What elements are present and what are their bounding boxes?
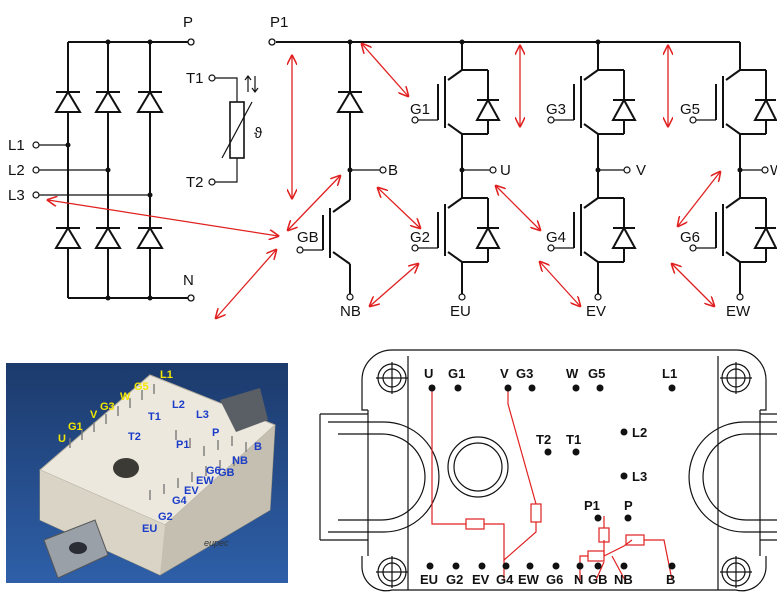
photo-label-G5: G5 xyxy=(134,381,149,393)
inverter-leg-v: G3 V G4 EV xyxy=(546,42,646,320)
diode-upper-2 xyxy=(94,90,122,113)
inverter-leg-u: G1 U G2 EU xyxy=(410,42,511,320)
photo-label-G1: G1 xyxy=(68,421,83,433)
fp-label-EV: EV xyxy=(472,572,490,587)
fp-label-N: N xyxy=(574,572,583,587)
pin-footprint: U G1 V G3 W G5 L1 T2 T1 L2 L3 P1 P E xyxy=(319,349,777,592)
spacing-arrows xyxy=(48,44,720,318)
fp-label-EW: EW xyxy=(518,572,540,587)
label-B: B xyxy=(388,162,398,179)
footprint-traces xyxy=(431,390,673,583)
label-theta: ϑ xyxy=(254,125,263,142)
fp-label-L1: L1 xyxy=(662,366,677,381)
fp-label-NB: NB xyxy=(614,572,633,587)
fp-label-T2: T2 xyxy=(536,432,551,447)
fp-label-G3: G3 xyxy=(516,366,533,381)
photo-label-G6: G6 xyxy=(206,465,221,477)
photo-label-EV: EV xyxy=(184,485,199,497)
photo-label-EU: EU xyxy=(142,523,157,535)
fp-label-G1: G1 xyxy=(448,366,465,381)
label-EV: EV xyxy=(586,303,606,320)
fp-label-P: P xyxy=(624,498,633,513)
label-G5: G5 xyxy=(680,101,700,118)
fp-label-G6: G6 xyxy=(546,572,563,587)
label-U: U xyxy=(500,162,511,179)
screw-top-right xyxy=(720,362,752,394)
fp-label-T1: T1 xyxy=(566,432,581,447)
fp-label-L2: L2 xyxy=(632,425,647,440)
photo-label-T2: T2 xyxy=(128,431,141,443)
fp-label-W: W xyxy=(566,366,579,381)
fp-label-L3: L3 xyxy=(632,469,647,484)
photo-label-GB: GB xyxy=(218,467,235,479)
fp-label-GB: GB xyxy=(588,572,608,587)
label-G4: G4 xyxy=(546,229,566,246)
fp-label-G4: G4 xyxy=(496,572,514,587)
fp-label-P1: P1 xyxy=(584,498,600,513)
screw-bottom-right xyxy=(720,556,752,588)
photo-label-P1: P1 xyxy=(176,439,189,451)
rectifier-bridge: L1 L2 L3 P N xyxy=(8,14,195,302)
left-mount-tab xyxy=(319,413,440,541)
schematic: L1 L2 L3 P N T1 T2 ϑ P1 xyxy=(8,14,777,320)
middle-pins: T2 T1 L2 L3 P1 P xyxy=(536,425,647,522)
label-EW: EW xyxy=(726,303,751,320)
label-W: W xyxy=(770,162,777,179)
screw-bottom-left xyxy=(376,556,408,588)
photo-label-G3: G3 xyxy=(100,401,115,413)
photo-label-EW: EW xyxy=(196,475,214,487)
label-P1: P1 xyxy=(270,14,288,31)
brake-chopper: B GB NB xyxy=(296,42,398,320)
photo-label-L2: L2 xyxy=(172,399,185,411)
photo-label-G4: G4 xyxy=(172,495,188,507)
photo-brand: eupec xyxy=(204,538,229,548)
bottom-pin-row: EU G2 EV G4 EW G6 N GB NB B xyxy=(420,562,676,587)
diode-upper-3 xyxy=(136,90,164,113)
photo-pins xyxy=(69,384,247,500)
label-L3: L3 xyxy=(8,187,25,204)
label-V: V xyxy=(636,162,646,179)
photo-label-L1: L1 xyxy=(160,369,173,381)
thermistor: T1 T2 ϑ xyxy=(186,70,263,191)
photo-label-B: B xyxy=(254,441,262,453)
label-EU: EU xyxy=(450,303,471,320)
label-T2: T2 xyxy=(186,174,204,191)
fp-label-EU: EU xyxy=(420,572,438,587)
right-mount-tab xyxy=(688,413,777,541)
fp-label-G5: G5 xyxy=(588,366,605,381)
label-L1: L1 xyxy=(8,137,25,154)
label-G1: G1 xyxy=(410,101,430,118)
inverter-leg-w: G5 W G6 EW xyxy=(680,42,777,320)
label-GB: GB xyxy=(297,229,319,246)
fp-label-G2: G2 xyxy=(446,572,463,587)
fp-label-U: U xyxy=(424,366,433,381)
screw-top-left xyxy=(376,362,408,394)
label-N: N xyxy=(183,272,194,289)
center-hole xyxy=(447,436,509,498)
photo-label-T1: T1 xyxy=(148,411,161,423)
label-G6: G6 xyxy=(680,229,700,246)
label-P: P xyxy=(183,14,193,31)
label-NB: NB xyxy=(340,303,361,320)
top-pin-row: U G1 V G3 W G5 L1 xyxy=(424,366,677,392)
label-T1: T1 xyxy=(186,70,204,87)
module-photo: U G1 V G3 W G5 L1 T1 L2 T2 L3 P1 P NB B … xyxy=(6,363,288,583)
diode-lower-3 xyxy=(136,226,164,249)
label-L2: L2 xyxy=(8,162,25,179)
diode-upper-1 xyxy=(54,90,82,113)
fp-label-B: B xyxy=(666,572,675,587)
diode-lower-1 xyxy=(54,226,82,249)
photo-label-V: V xyxy=(90,409,98,421)
label-G2: G2 xyxy=(410,229,430,246)
photo-label-W: W xyxy=(120,391,131,403)
photo-label-NB: NB xyxy=(232,455,248,467)
fp-label-V: V xyxy=(500,366,509,381)
photo-label-P: P xyxy=(212,427,219,439)
photo-label-L3: L3 xyxy=(196,409,209,421)
photo-label-U: U xyxy=(58,433,66,445)
diode-lower-2 xyxy=(94,226,122,249)
label-G3: G3 xyxy=(546,101,566,118)
photo-label-G2: G2 xyxy=(158,511,173,523)
